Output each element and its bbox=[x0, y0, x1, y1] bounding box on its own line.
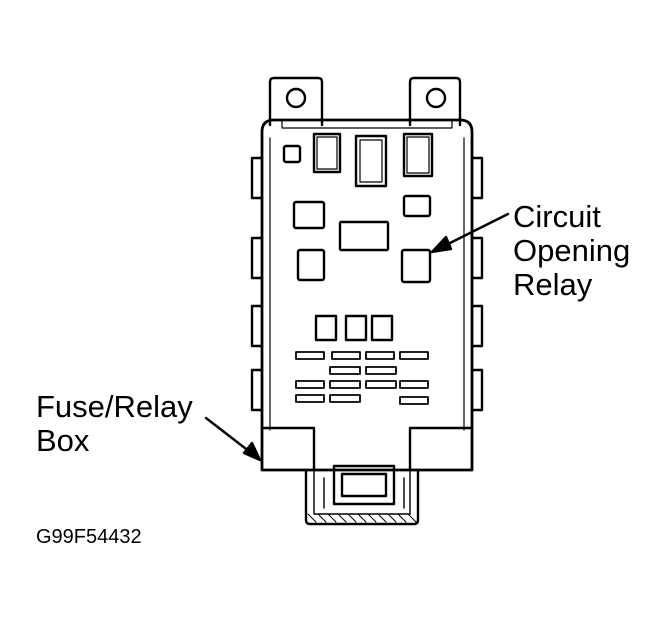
housing-body bbox=[260, 118, 474, 472]
side-tabs-right bbox=[470, 156, 484, 412]
label-fuse-relay-box: Fuse/Relay Box bbox=[36, 390, 193, 458]
arrow-circuit-opening-relay bbox=[430, 212, 510, 254]
mounting-ear-left bbox=[268, 76, 324, 127]
label-circuit-opening-relay: Circuit Opening Relay bbox=[513, 200, 630, 302]
figure-code: G99F54432 bbox=[36, 526, 142, 548]
top-components bbox=[282, 132, 434, 188]
circuit-opening-relay bbox=[400, 248, 432, 284]
connector-slots bbox=[314, 314, 394, 342]
label-line: Box bbox=[36, 423, 90, 458]
label-line: Relay bbox=[513, 267, 593, 302]
label-line: Circuit bbox=[513, 199, 601, 234]
fuse-slots bbox=[295, 351, 429, 405]
mounting-ear-right bbox=[408, 76, 462, 127]
bottom-connector bbox=[260, 426, 474, 526]
side-tabs-left bbox=[250, 156, 264, 412]
arrow-fuse-relay-box bbox=[204, 416, 262, 462]
label-line: Opening bbox=[513, 233, 631, 268]
label-line: Fuse/Relay bbox=[36, 389, 193, 424]
relay-group bbox=[292, 194, 432, 282]
